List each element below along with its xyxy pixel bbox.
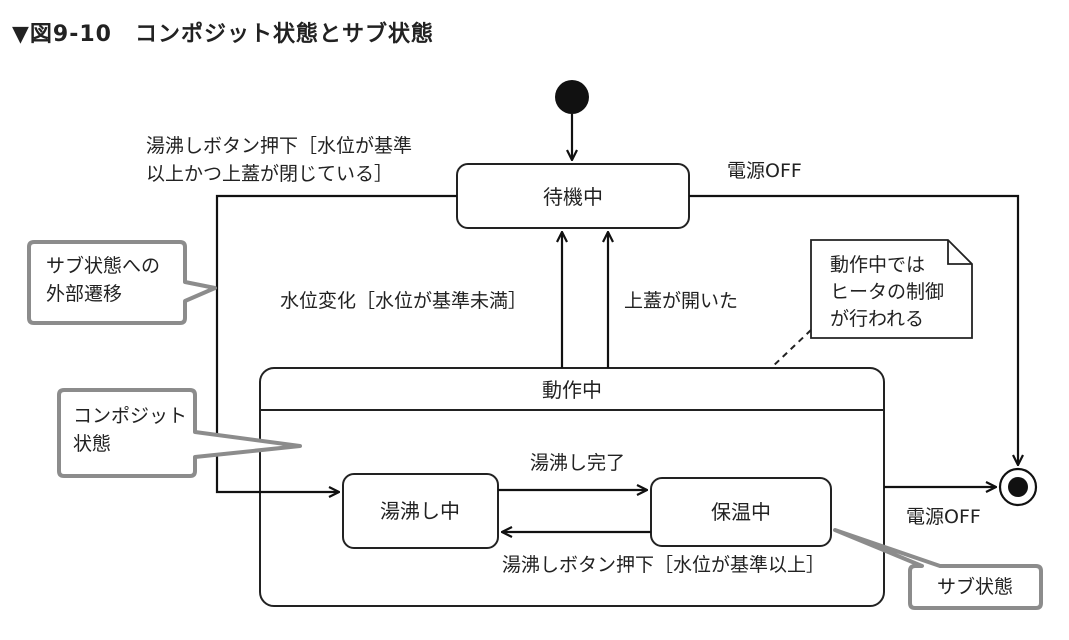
note-heater-line1: 動作中では: [830, 254, 925, 276]
label-water-level-change: 水位変化［水位が基準未満］: [280, 290, 527, 312]
callout-substate-label: サブ状態: [937, 575, 1013, 598]
state-operating-label: 動作中: [542, 378, 602, 402]
label-lid-opened: 上蓋が開いた: [624, 290, 738, 312]
label-power-off-top: 電源OFF: [727, 160, 802, 182]
label-boil-button-line2: 以上かつ上蓋が閉じている］: [146, 163, 393, 185]
callout-composite-line2: 状態: [73, 433, 111, 455]
state-idle-label: 待機中: [543, 185, 603, 209]
note-heater-fold: [947, 240, 972, 265]
note-heater-line2: ヒータの制御: [830, 281, 944, 303]
callout-composite-line1: コンポジット: [73, 405, 187, 427]
callout-composite-state: [57, 388, 302, 478]
callout-substate: [833, 528, 1043, 610]
label-boil-complete: 湯沸し完了: [530, 452, 625, 474]
transition-boil-button: [215, 194, 457, 492]
state-boiling-label: 湯沸し中: [380, 499, 460, 523]
note-heater-control: [810, 239, 973, 339]
label-power-off-bottom: 電源OFF: [906, 506, 981, 528]
callout-external-transition: [27, 240, 217, 325]
initial-state: [555, 80, 589, 114]
label-boil-button-inner: 湯沸しボタン押下［水位が基準以上］: [502, 554, 825, 576]
note-heater-line3: が行われる: [830, 308, 924, 330]
figure-title: ▼図9-10 コンポジット状態とサブ状態: [12, 22, 434, 47]
state-keep-warm-label: 保温中: [711, 500, 771, 524]
state-keep-warm: [650, 477, 832, 547]
label-boil-button-line1: 湯沸しボタン押下［水位が基準: [146, 135, 412, 157]
note-heater-connector: [770, 329, 812, 369]
callout-external-line2: 外部遷移: [46, 283, 122, 305]
callout-external-line1: サブ状態への: [46, 254, 160, 277]
transition-power-off-idle: [689, 194, 1018, 465]
state-boiling: [342, 473, 499, 549]
final-state-dot: [1008, 477, 1028, 497]
